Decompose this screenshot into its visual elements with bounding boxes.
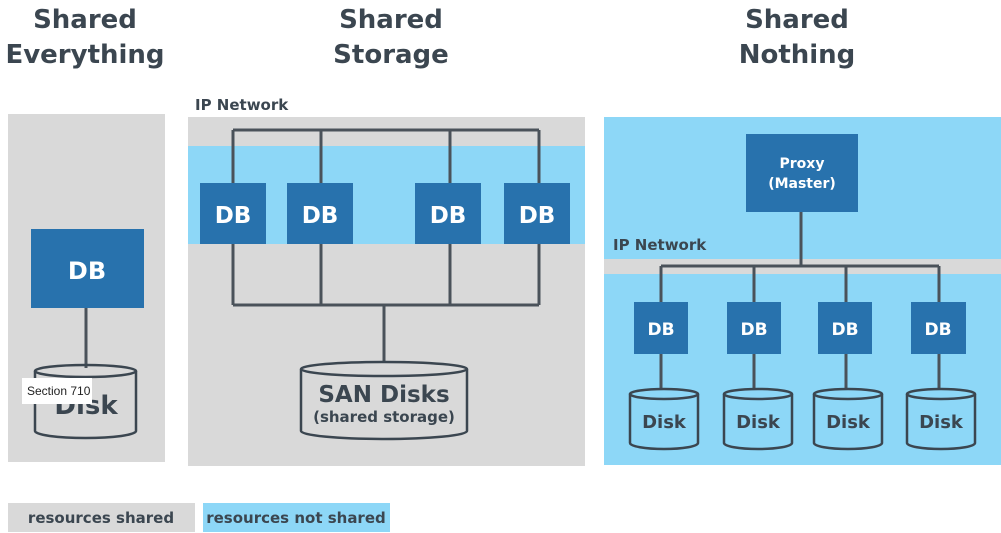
db-box: DB bbox=[200, 183, 266, 244]
disk-cylinder: Disk bbox=[905, 387, 977, 451]
disk-cylinder bbox=[33, 363, 138, 440]
svg-text:DB: DB bbox=[215, 203, 252, 229]
legend-shared: resources shared bbox=[28, 509, 174, 527]
db-box: DB bbox=[504, 183, 570, 244]
disk-cylinder: Disk bbox=[722, 387, 794, 451]
db-box: DB bbox=[415, 183, 481, 244]
title-shared-everything-2: Everything bbox=[5, 40, 164, 70]
san-sublabel: (shared storage) bbox=[313, 408, 455, 426]
svg-text:DB: DB bbox=[924, 320, 951, 340]
title-shared-nothing-2: Nothing bbox=[739, 40, 856, 70]
proxy-box bbox=[746, 134, 858, 212]
legend-not-shared: resources not shared bbox=[206, 509, 386, 527]
svg-text:DB: DB bbox=[302, 203, 339, 229]
db-box: DB bbox=[911, 302, 966, 354]
network-bus bbox=[659, 212, 941, 390]
shared-nothing-panel: IP Network Proxy (Master) DB DB DB DB Di… bbox=[604, 117, 1001, 465]
legend: resources shared resources not shared bbox=[8, 503, 390, 532]
title-shared-everything-1: Shared bbox=[33, 5, 137, 35]
proxy-sublabel: (Master) bbox=[768, 176, 836, 192]
svg-text:DB: DB bbox=[519, 203, 556, 229]
svg-text:DB: DB bbox=[430, 203, 467, 229]
san-disk-cylinder bbox=[299, 360, 469, 441]
svg-text:DB: DB bbox=[647, 320, 674, 340]
disk-cylinder: Disk bbox=[628, 387, 700, 451]
ip-network-label: IP Network bbox=[613, 236, 707, 254]
svg-text:DB: DB bbox=[740, 320, 767, 340]
proxy-label: Proxy bbox=[780, 156, 825, 172]
san-label: SAN Disks bbox=[318, 382, 449, 408]
legend-not-shared-swatch bbox=[203, 503, 390, 532]
title-shared-storage-1: Shared bbox=[339, 5, 443, 35]
ip-network-label: IP Network bbox=[195, 96, 289, 114]
svg-text:Disk: Disk bbox=[736, 412, 781, 433]
title-shared-storage-2: Storage bbox=[333, 40, 449, 70]
db-box: DB bbox=[287, 183, 353, 244]
db-box: DB bbox=[634, 302, 688, 354]
db-label: DB bbox=[68, 257, 106, 285]
shared-everything-panel: DB Disk Section 710 bbox=[8, 114, 165, 462]
disk-cylinder: Disk bbox=[812, 387, 884, 451]
title-shared-nothing-1: Shared bbox=[745, 5, 849, 35]
shared-storage-panel: IP Network DB DB DB DB SAN Disks (shared… bbox=[188, 96, 585, 466]
svg-text:Disk: Disk bbox=[642, 412, 687, 433]
db-box bbox=[31, 229, 144, 308]
svg-text:Disk: Disk bbox=[826, 412, 871, 433]
svg-text:Disk: Disk bbox=[919, 412, 964, 433]
svg-text:DB: DB bbox=[831, 320, 858, 340]
db-box: DB bbox=[727, 302, 781, 354]
tooltip bbox=[22, 378, 92, 404]
legend-shared-swatch bbox=[8, 503, 195, 532]
db-box: DB bbox=[818, 302, 872, 354]
tooltip-text: Section 710 bbox=[27, 384, 91, 398]
